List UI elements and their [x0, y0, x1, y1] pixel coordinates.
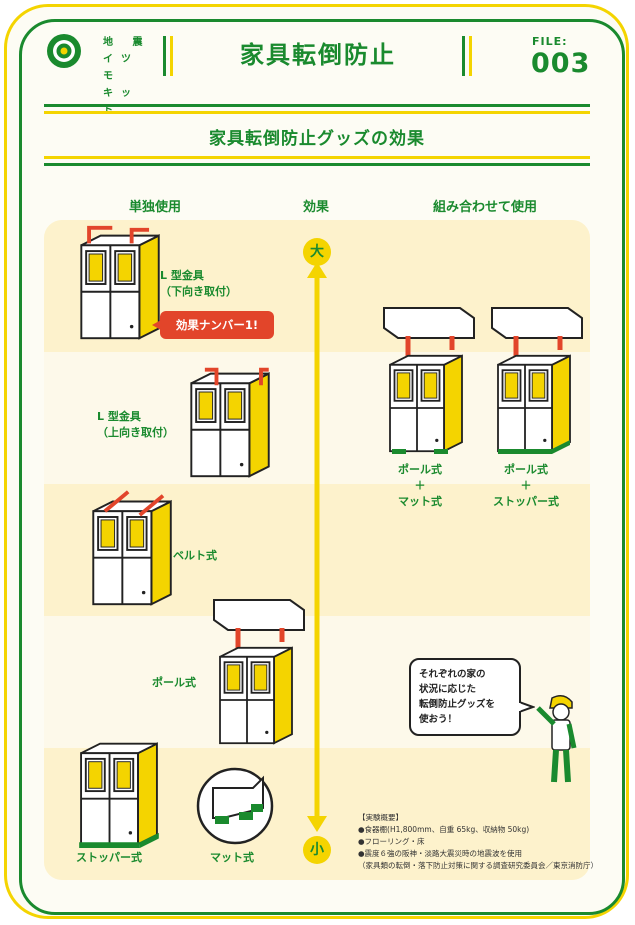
brand-line-2: イツモ — [103, 54, 139, 82]
label-combo-pole-stopper-line2: ＋ — [520, 479, 532, 492]
label-pole: ポール式 — [152, 676, 196, 689]
title-bar-right-yellow — [469, 36, 472, 76]
cabinet-l-bracket-down-illustration — [80, 225, 160, 340]
title-bar-left-yellow — [170, 36, 173, 76]
bubble-tail-icon — [519, 700, 535, 714]
label-combo-pole-stopper-line1: ポール式 — [504, 463, 548, 476]
label-l-bracket-down-line1: L 型金具 — [160, 269, 204, 282]
label-combo-pole-stopper: ポール式 ＋ ストッパー式 — [478, 462, 574, 510]
brand-line-1: 地 震 — [103, 37, 151, 48]
notes-line-2: ●フローリング・床 — [358, 837, 425, 846]
label-combo-pole-mat-line1: ポール式 — [398, 463, 442, 476]
label-combo-pole-mat-line3: マット式 — [398, 495, 442, 508]
label-l-bracket-up: L 型金具 （上向き取付） — [97, 409, 174, 441]
label-combo-pole-stopper-line3: ストッパー式 — [493, 495, 559, 508]
label-l-bracket-up-line1: L 型金具 — [97, 410, 141, 423]
notes-title: 【実験概要】 — [358, 813, 403, 822]
label-l-bracket-down-line2: （下向き取付） — [160, 285, 237, 298]
cabinet-l-bracket-up-illustration — [190, 367, 270, 478]
advice-line-1: それぞれの家の — [419, 669, 486, 680]
advice-line-3: 転倒防止グッズを — [419, 699, 496, 710]
notes-line-3: ●震度６強の阪神・淡路大震災時の地震波を使用 — [358, 849, 523, 858]
page-title: 家具転倒防止 — [240, 41, 396, 69]
cabinet-belt-illustration — [92, 490, 172, 606]
cabinet-pole-illustration — [213, 599, 305, 745]
divider-bottom-yellow — [44, 156, 590, 159]
column-header-combined: 組み合わせて使用 — [432, 200, 537, 215]
advice-line-4: 使おう！ — [419, 714, 458, 725]
notes-line-4: （家具類の転倒・落下防止対策に関する調査研究委員会／東京消防庁） — [358, 861, 598, 870]
advice-speech-bubble: それぞれの家の 状況に応じた 転倒防止グッズを 使おう！ — [409, 658, 521, 736]
brand-line-3: キット — [103, 88, 139, 116]
scale-low-dot: 小 — [303, 836, 331, 864]
mat-closeup-icon — [196, 767, 274, 845]
file-label: FILE: — [532, 35, 568, 48]
label-belt: ベルト式 — [173, 549, 217, 562]
section-subtitle: 家具転倒防止グッズの効果 — [209, 129, 425, 149]
divider-top-green — [44, 104, 590, 107]
title-bar-right-green — [462, 36, 465, 76]
label-combo-pole-mat: ポール式 ＋ マット式 — [378, 462, 462, 510]
character-helmet-person-icon — [536, 695, 577, 783]
label-l-bracket-up-line2: （上向き取付） — [97, 426, 174, 439]
label-combo-pole-mat-line2: ＋ — [414, 479, 426, 492]
label-l-bracket-down: L 型金具 （下向き取付） — [160, 268, 237, 300]
cabinet-pole-stopper-illustration — [491, 307, 583, 454]
notes-line-1: ●食器棚(H1,800mm、自重 65kg、収納物 50kg) — [358, 825, 530, 834]
cabinet-stopper-illustration — [79, 742, 159, 848]
label-stopper: ストッパー式 — [76, 851, 142, 864]
file-number: 003 — [531, 48, 591, 79]
experiment-notes: 【実験概要】 ●食器棚(H1,800mm、自重 65kg、収納物 50kg) ●… — [358, 812, 598, 872]
scale-high-dot: 大 — [303, 238, 331, 266]
brand-text: 地 震 イツモ キット — [103, 34, 155, 119]
title-bar-left-green — [163, 36, 166, 76]
advice-line-2: 状況に応じた — [419, 684, 477, 695]
divider-top-yellow — [44, 111, 590, 114]
column-header-effect: 効果 — [302, 200, 329, 215]
divider-bottom-green — [44, 163, 590, 166]
cabinet-pole-mat-illustration — [383, 307, 475, 454]
target-logo-icon — [47, 34, 81, 68]
effect-number-one-badge: 効果ナンバー1! — [152, 311, 274, 339]
column-header-single: 単独使用 — [128, 200, 181, 215]
effect-arrow — [307, 262, 327, 832]
label-mat: マット式 — [210, 851, 254, 864]
